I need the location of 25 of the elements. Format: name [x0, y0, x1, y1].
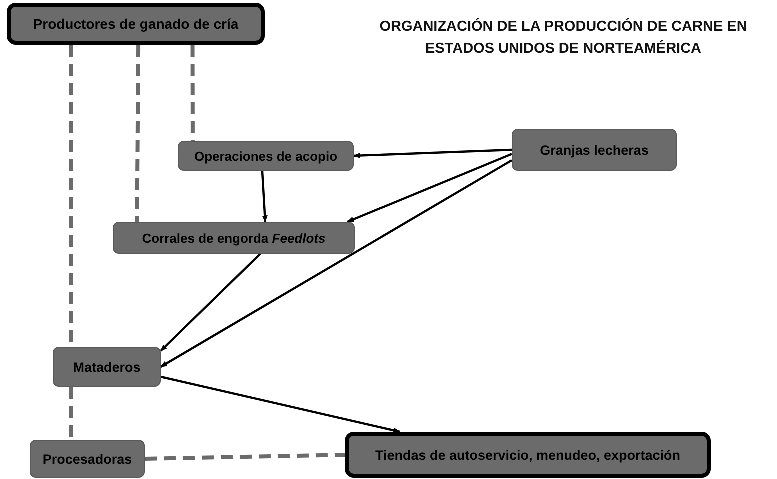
- arrow: [160, 160, 513, 368]
- box-label: Granjas lecheras: [540, 142, 649, 158]
- diagram-title: ORGANIZACIÓN DE LA PRODUCCIÓN DE CARNE EN ESTADOS UNIDOS DE NORTEAMÉRICA: [378, 17, 748, 59]
- box-label: Corrales de engorda Feedlots: [142, 230, 326, 246]
- process-box: [345, 432, 711, 478]
- dashed-connector: [69, 387, 74, 440]
- arrow: [160, 253, 262, 352]
- box-label: Productores de ganado de cría: [33, 16, 239, 32]
- process-box: [512, 129, 677, 171]
- dashed-connector: [135, 44, 141, 222]
- process-box: [7, 3, 265, 45]
- box-label: Operaciones de acopio: [194, 148, 338, 164]
- arrow: [347, 153, 512, 224]
- process-box: [178, 141, 354, 171]
- arrow: [160, 376, 401, 434]
- process-box: [113, 222, 355, 254]
- process-box: [30, 440, 145, 478]
- arrow: [261, 170, 268, 223]
- box-label: Tiendas de autoservicio, menudeo, exportación: [375, 448, 681, 462]
- arrow: [353, 148, 512, 159]
- dashed-connector: [144, 453, 346, 461]
- box-label: Mataderos: [73, 360, 141, 374]
- dashed-connector: [190, 45, 195, 141]
- process-box: [53, 347, 161, 387]
- box-label: Procesadoras: [42, 452, 132, 466]
